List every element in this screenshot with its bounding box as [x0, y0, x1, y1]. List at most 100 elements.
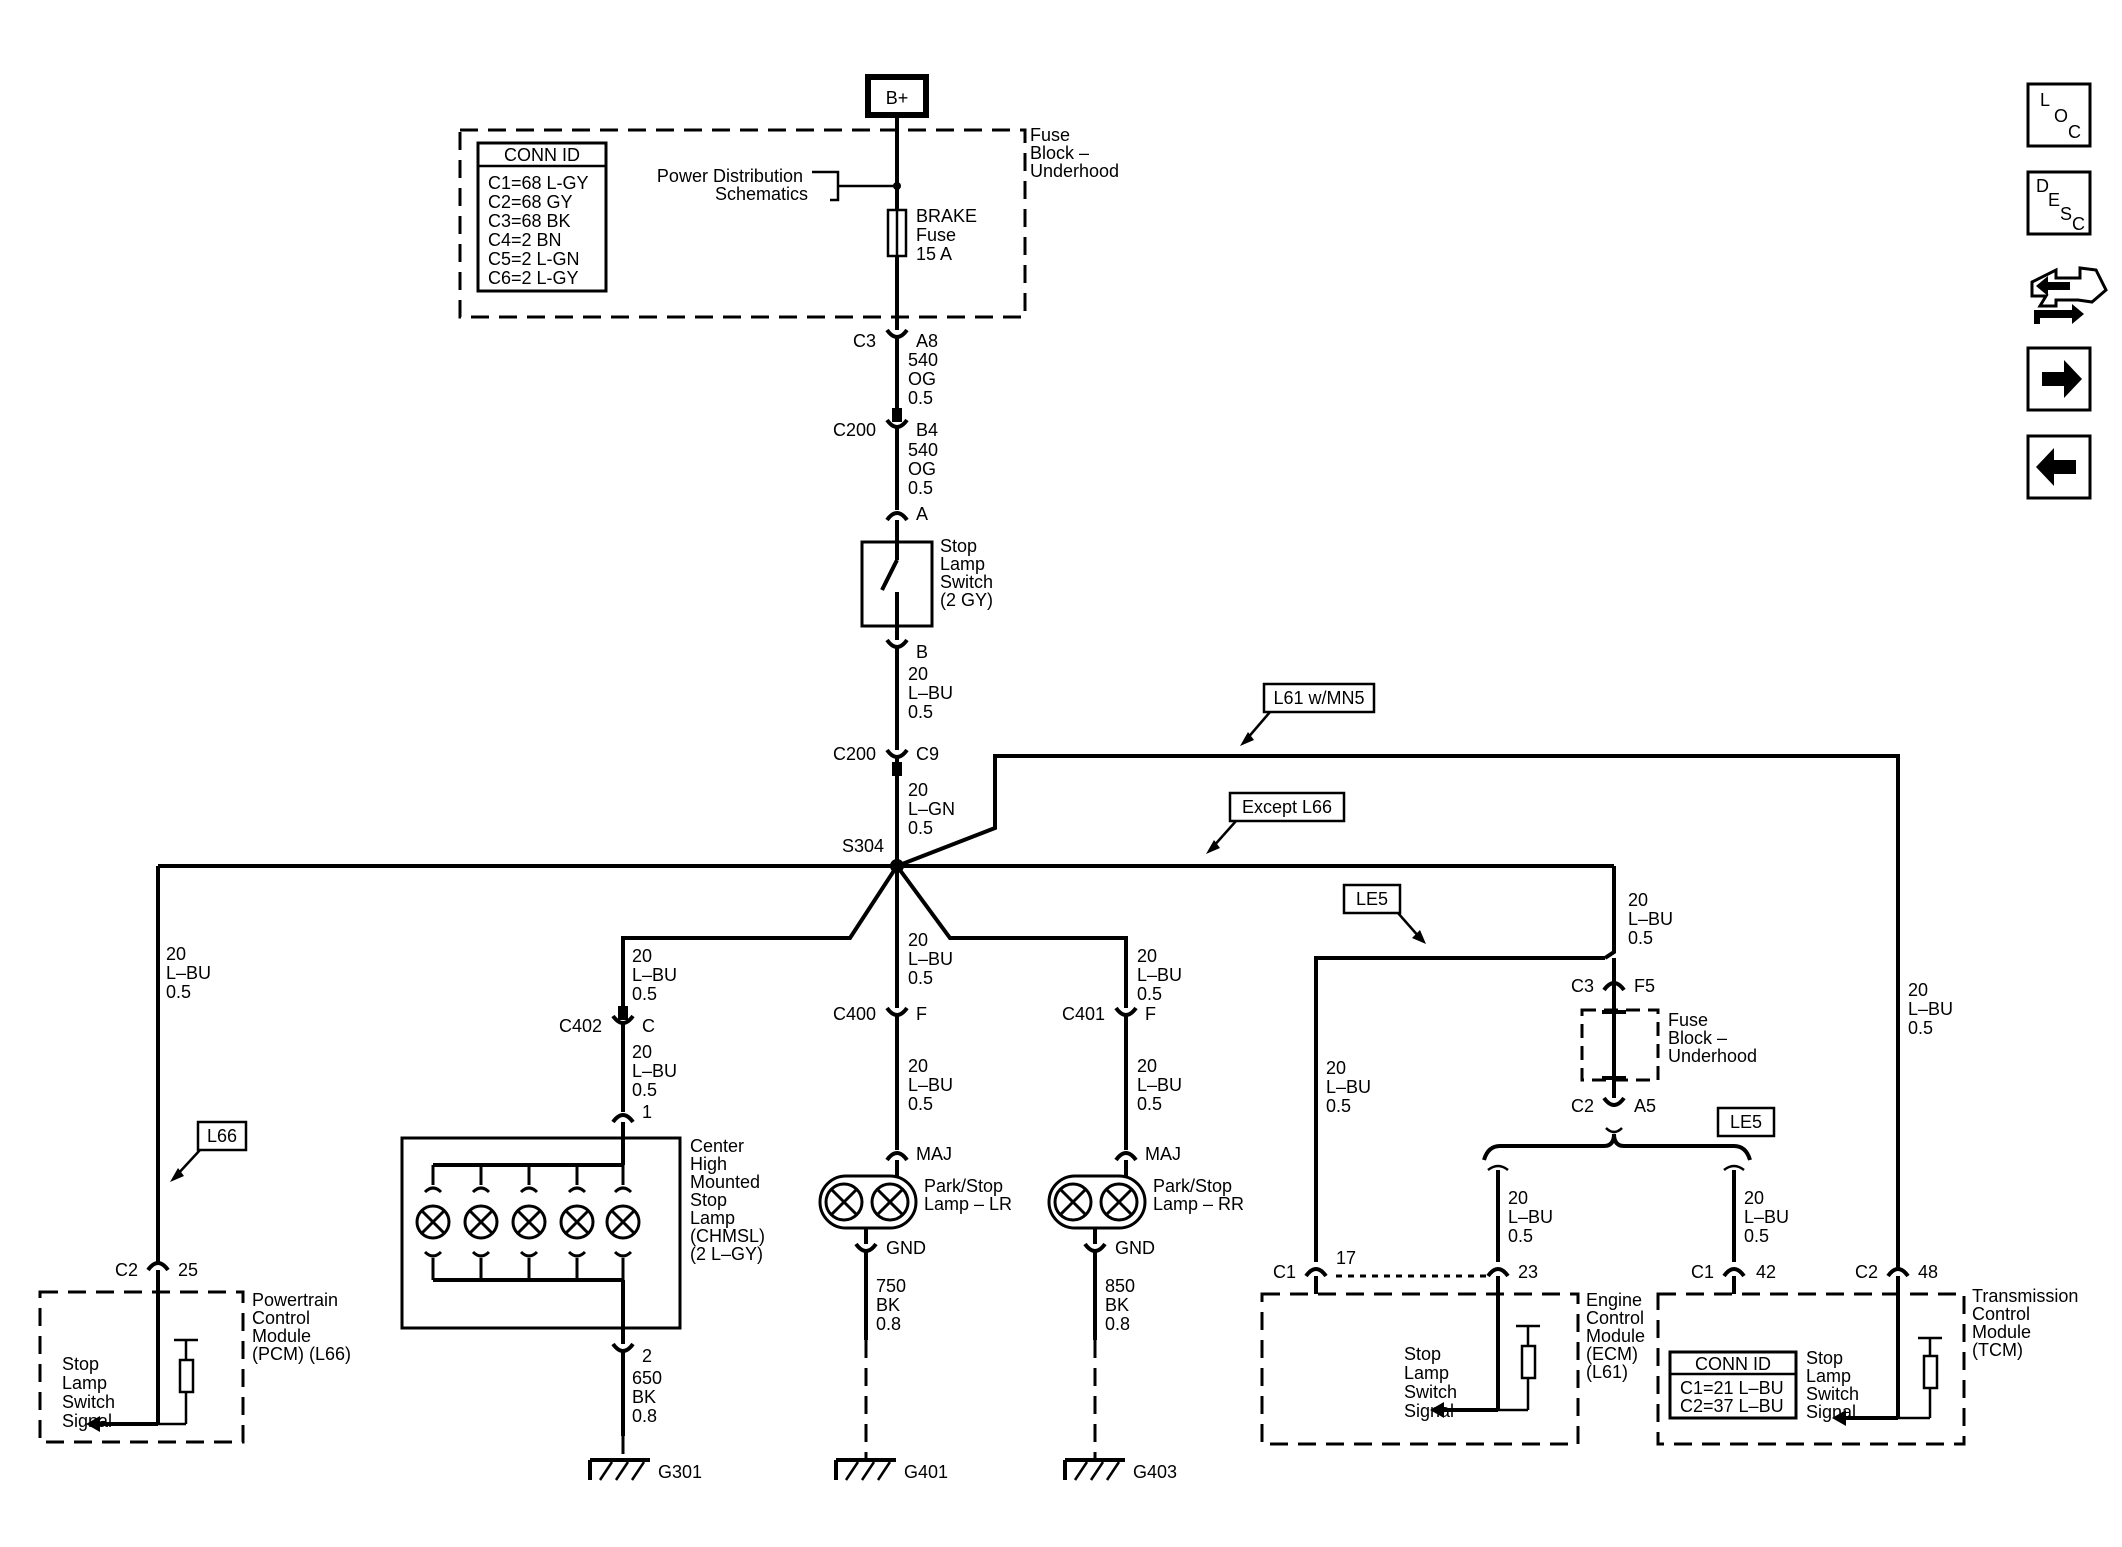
tcm-conn-id-entry: C2=37 L–BU: [1680, 1396, 1784, 1416]
stop-lamp-switch: Stop Lamp Switch (2 GY): [860, 536, 993, 628]
ground-g301: G301: [588, 1458, 702, 1482]
location-button[interactable]: L O C: [2026, 82, 2092, 148]
description-button[interactable]: D E S C: [2026, 170, 2092, 236]
svg-text:A8: A8: [916, 331, 938, 351]
lamp-lr-label: Park/Stop Lamp – LR: [924, 1176, 1012, 1214]
svg-text:C402: C402: [559, 1016, 602, 1036]
svg-text:17: 17: [1336, 1248, 1356, 1268]
conn-id-entry: C2=68 GY: [488, 192, 573, 212]
chmsl-bulb: [605, 1165, 641, 1280]
svg-text:C401: C401: [1062, 1004, 1105, 1024]
fuse-block-top-title: Fuse Block – Underhood: [1030, 125, 1119, 181]
connector-swap-icon[interactable]: [2030, 266, 2108, 324]
lr-lamp-gnd-pin: GND: [854, 1238, 926, 1258]
connector-tcm-c2-48: C2 48: [1855, 1262, 1938, 1282]
svg-text:A5: A5: [1634, 1096, 1656, 1116]
svg-text:C: C: [2068, 122, 2081, 142]
svg-text:C400: C400: [833, 1004, 876, 1024]
arrow-right-icon: [2042, 360, 2082, 398]
connector-c200-c9: C200 C9: [833, 744, 939, 764]
lamp-bulb: [1053, 1182, 1093, 1222]
svg-text:C200: C200: [833, 744, 876, 764]
fuse-block-underhood-mid: Fuse Block – Underhood: [1580, 1008, 1757, 1082]
svg-text:G403: G403: [1133, 1462, 1177, 1482]
connector-c200-b4: C200 B4: [833, 418, 938, 440]
lr-lamp-maj-pin: MAJ: [885, 1144, 952, 1164]
wire-label-540-og: 540 OG 0.5: [908, 350, 943, 408]
svg-text:G301: G301: [658, 1462, 702, 1482]
wire-label-20-ecm-right: 20 L–BU 0.5: [1508, 1188, 1558, 1246]
wire-label-20-ecm-left: 20 L–BU 0.5: [1326, 1058, 1376, 1116]
battery-positive-source: B+: [865, 74, 929, 118]
svg-text:L61 w/MN5: L61 w/MN5: [1273, 688, 1364, 708]
svg-text:B4: B4: [916, 420, 938, 440]
wire-label-650-bk: 650 BK 0.8: [632, 1368, 667, 1426]
ground-g403: G403: [1063, 1458, 1177, 1482]
svg-text:C1: C1: [1691, 1262, 1714, 1282]
svg-text:C2: C2: [1855, 1262, 1878, 1282]
conn-id-table-top: CONN ID C1=68 L-GY C2=68 GY C3=68 BK C4=…: [476, 141, 608, 293]
svg-text:42: 42: [1756, 1262, 1776, 1282]
connector-tcm-c1-42: C1 42: [1691, 1262, 1776, 1282]
fuse-block-underhood-top: Fuse Block – Underhood CONN ID C1=68 L-G…: [458, 125, 1119, 319]
lamp-bulb: [870, 1182, 910, 1222]
connector-c3-a8: C3 A8: [853, 328, 938, 351]
lamp-bulb: [1099, 1182, 1139, 1222]
wire-label-20-rr-b: 20 L–BU 0.5: [1137, 1056, 1187, 1114]
switch-pin-b: B: [885, 626, 928, 662]
brake-fuse-label: BRAKE Fuse 15 A: [916, 206, 982, 264]
wire-label-20-pcm: 20 L–BU 0.5: [166, 944, 216, 1002]
conn-id-entry: C4=2 BN: [488, 230, 562, 250]
chmsl-bulb: [559, 1165, 595, 1280]
svg-text:C: C: [2072, 214, 2085, 234]
svg-text:S: S: [2060, 204, 2072, 224]
ground-g401: G401: [834, 1458, 948, 1482]
wire-label-540-og-2: 540 OG 0.5: [908, 440, 943, 498]
svg-text:F: F: [916, 1004, 927, 1024]
back-arrow-button[interactable]: [2026, 434, 2092, 500]
svg-text:C3: C3: [853, 331, 876, 351]
svg-text:G401: G401: [904, 1462, 948, 1482]
ecm-label: Engine Control Module (ECM) (L61): [1586, 1290, 1650, 1382]
wire-label-20-chmsl-a: 20 L–BU 0.5: [632, 946, 682, 1004]
connector-ecm-c1-17: C1 17: [1273, 1248, 1356, 1282]
rr-lamp-gnd-pin: GND: [1083, 1238, 1155, 1258]
svg-text:MAJ: MAJ: [1145, 1144, 1181, 1164]
svg-text:23: 23: [1518, 1262, 1538, 1282]
switch-pin-a: A: [885, 504, 928, 524]
option-except-l66: Except L66: [1206, 791, 1346, 854]
wire-label-20-lbu-switch: 20 L–BU 0.5: [908, 664, 958, 722]
b-plus-label: B+: [886, 88, 909, 108]
svg-text:GND: GND: [886, 1238, 926, 1258]
svg-text:O: O: [2054, 106, 2068, 126]
brake-fuse: BRAKE Fuse 15 A: [886, 206, 982, 264]
chmsl-pin-1: 1: [611, 1102, 652, 1124]
svg-text:L66: L66: [207, 1126, 237, 1146]
svg-text:C: C: [642, 1016, 655, 1036]
svg-text:D: D: [2036, 176, 2049, 196]
svg-text:C3: C3: [1571, 976, 1594, 996]
connector-ecm-23: 23: [1486, 1262, 1538, 1282]
tcm-label: Transmission Control Module (TCM): [1972, 1286, 2083, 1360]
conn-id-entry: C3=68 BK: [488, 211, 571, 231]
pcm-module: Stop Lamp Switch Signal Powertrain Contr…: [38, 1270, 351, 1444]
svg-text:L: L: [2040, 90, 2050, 110]
lamp-bulb: [824, 1182, 864, 1222]
svg-text:LE5: LE5: [1730, 1112, 1762, 1132]
svg-text:E: E: [2048, 190, 2060, 210]
svg-text:C200: C200: [833, 420, 876, 440]
wire-label-850-bk: 850 BK 0.8: [1105, 1276, 1140, 1334]
chmsl-bulb: [415, 1165, 451, 1280]
svg-text:GND: GND: [1115, 1238, 1155, 1258]
svg-text:C2: C2: [115, 1260, 138, 1280]
wire-label-20-lr-a: 20 L–BU 0.5: [908, 930, 958, 988]
conn-id-title: CONN ID: [504, 145, 580, 165]
forward-arrow-button[interactable]: [2026, 346, 2092, 412]
conn-id-entry: C5=2 L-GN: [488, 249, 580, 269]
connector-c2-a5: C2 A5: [1571, 1096, 1656, 1116]
wire-label-20-tcm: 20 L–BU 0.5: [1908, 980, 1958, 1038]
wire-label-20-lr-b: 20 L–BU 0.5: [908, 1056, 958, 1114]
chmsl-bulb: [511, 1165, 547, 1280]
svg-text:C1: C1: [1273, 1262, 1296, 1282]
